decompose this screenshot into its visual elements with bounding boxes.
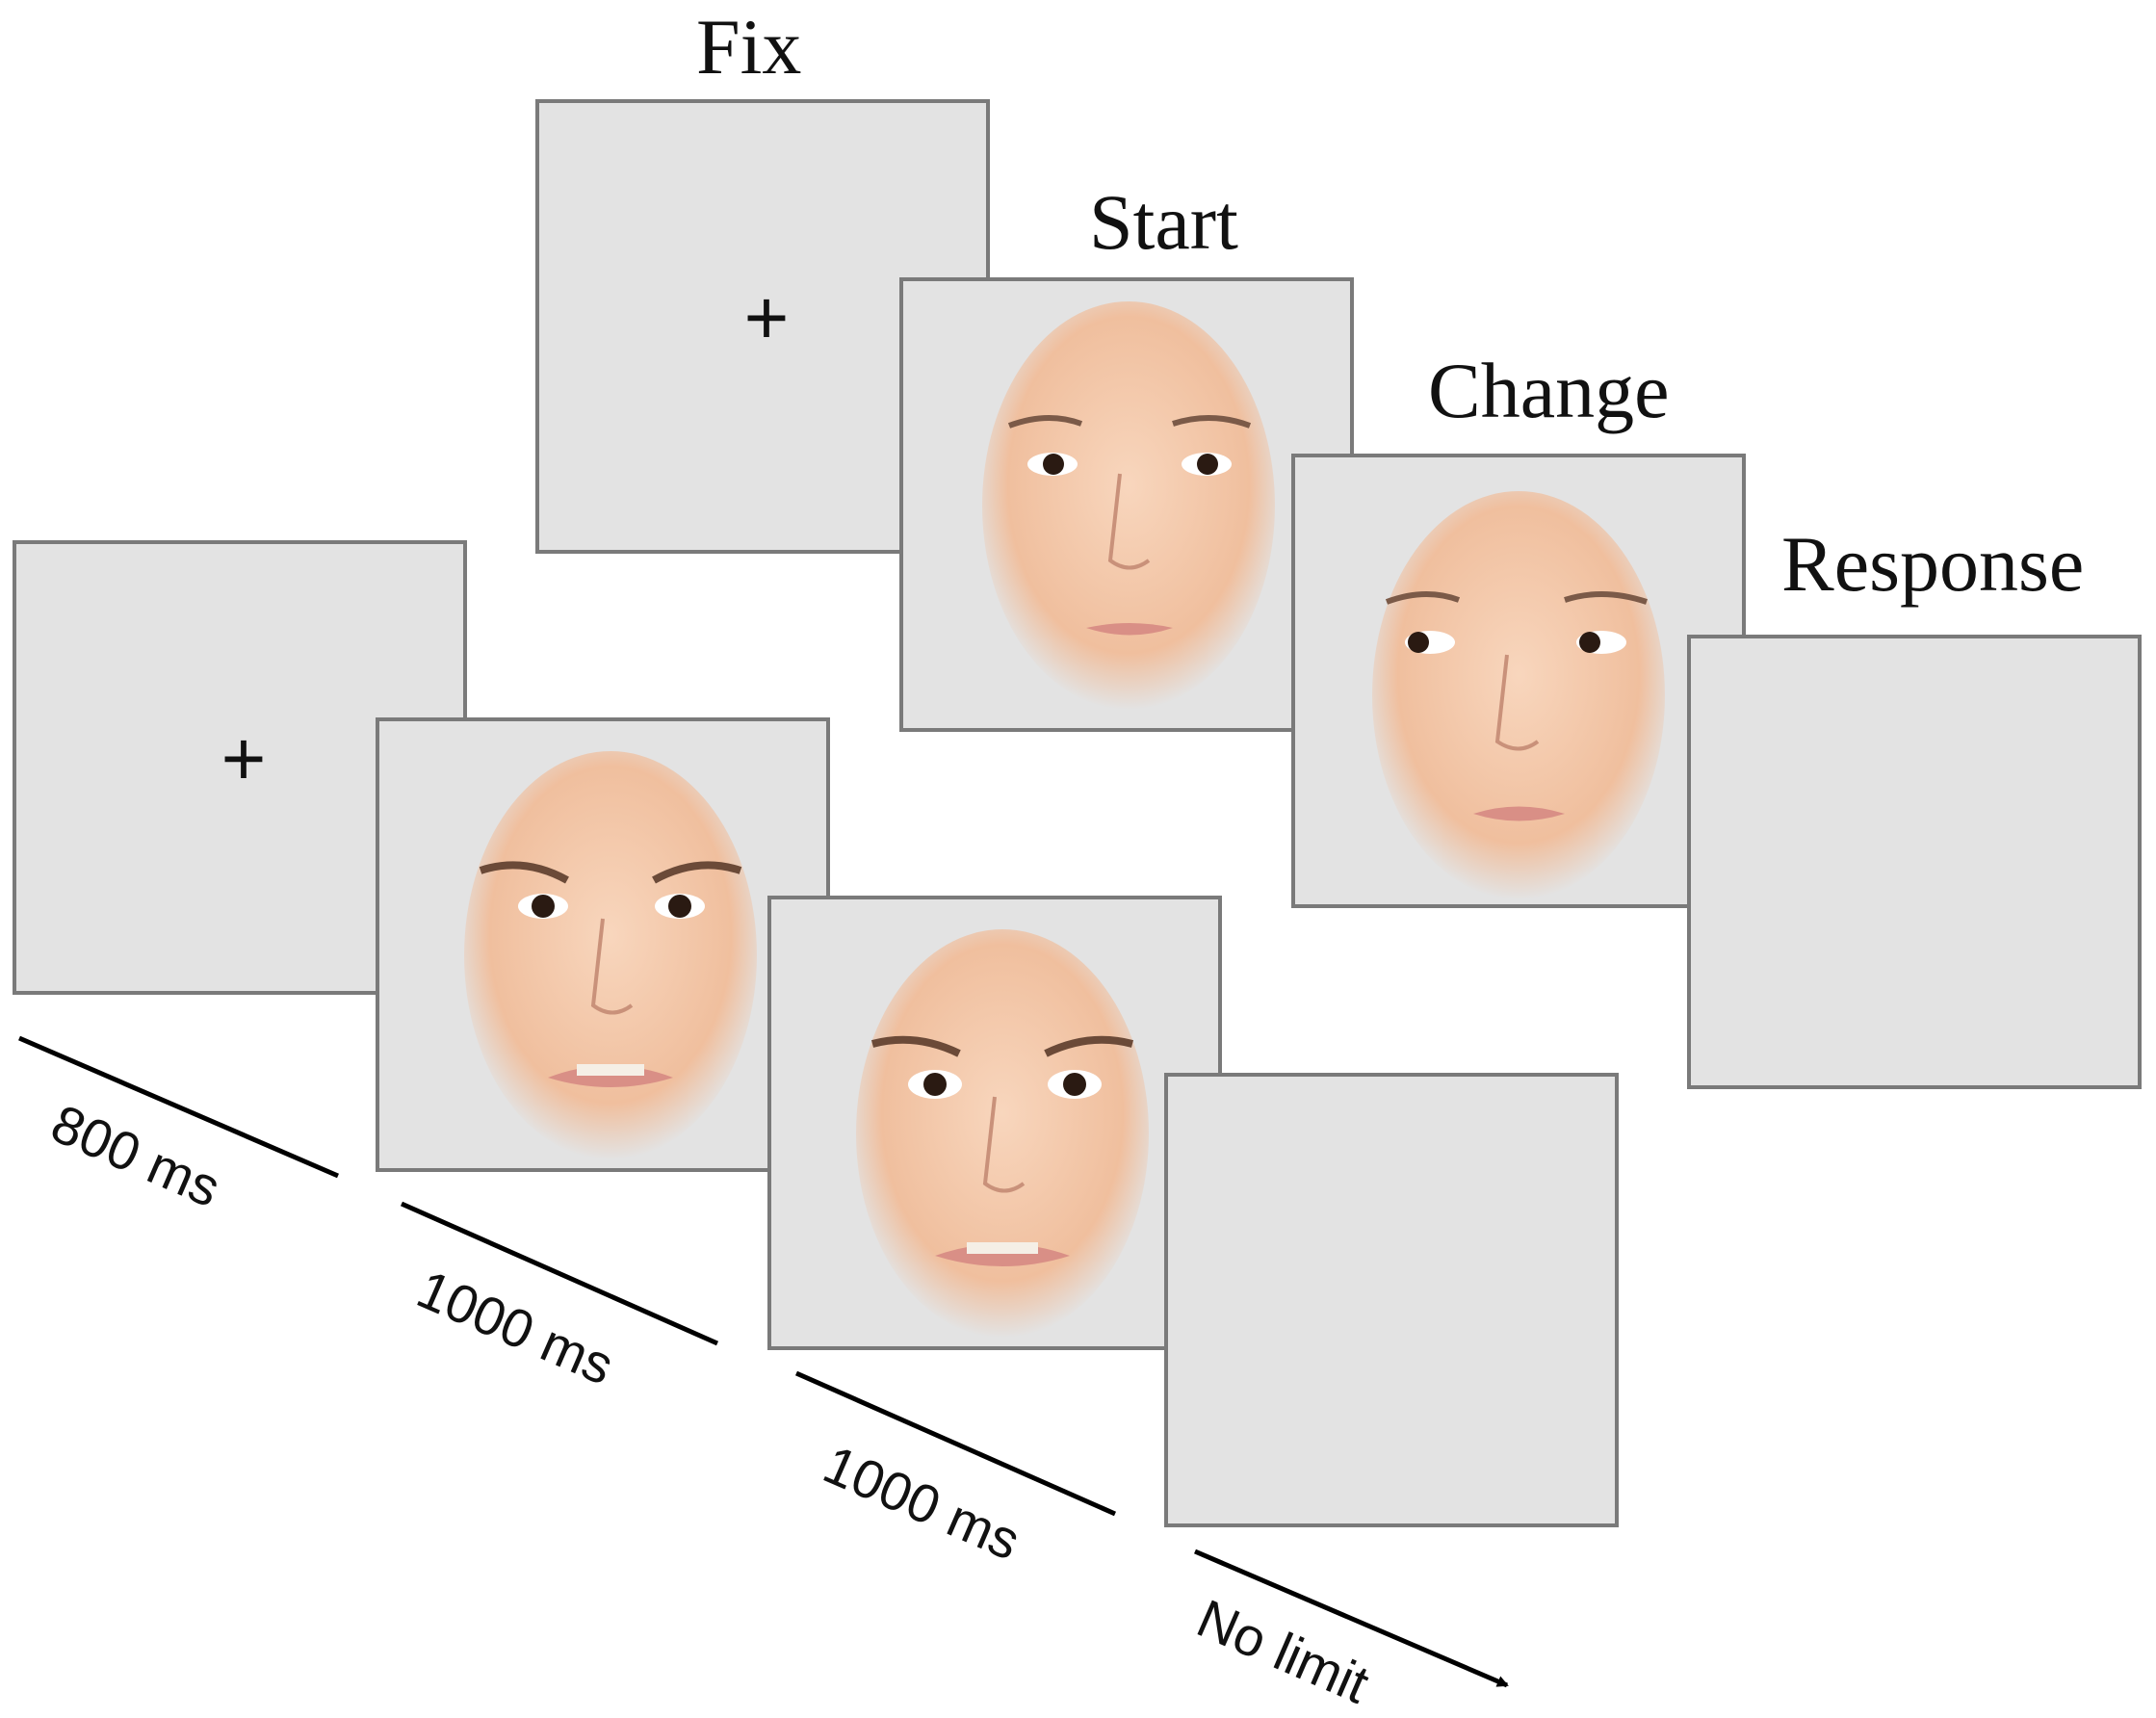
screen-angry-face-1	[376, 717, 830, 1172]
fixation-cross-plus-icon-lower: +	[221, 716, 267, 801]
title-response: Response	[1781, 520, 2085, 608]
screen-response-upper	[1687, 635, 2142, 1089]
arrow-right-icon	[1194, 1549, 1509, 1688]
title-fix: Fix	[696, 3, 802, 91]
fixation-cross-plus-icon: +	[743, 274, 790, 360]
angry-face-icon	[464, 751, 757, 1159]
timeline-segment-change	[794, 1370, 1117, 1517]
neutral-face-icon	[982, 301, 1275, 710]
screen-response-lower	[1164, 1073, 1619, 1527]
screen-change-face	[1291, 454, 1746, 908]
screen-angry-face-2	[767, 896, 1222, 1350]
screen-start-face	[899, 277, 1354, 732]
averted-gaze-face-icon	[1372, 491, 1665, 899]
title-change: Change	[1428, 347, 1670, 434]
angry-face-icon-2	[856, 929, 1149, 1338]
title-start: Start	[1089, 178, 1238, 266]
timeline-segment-start	[400, 1201, 719, 1346]
timeline-segment-fixation	[18, 1035, 339, 1179]
